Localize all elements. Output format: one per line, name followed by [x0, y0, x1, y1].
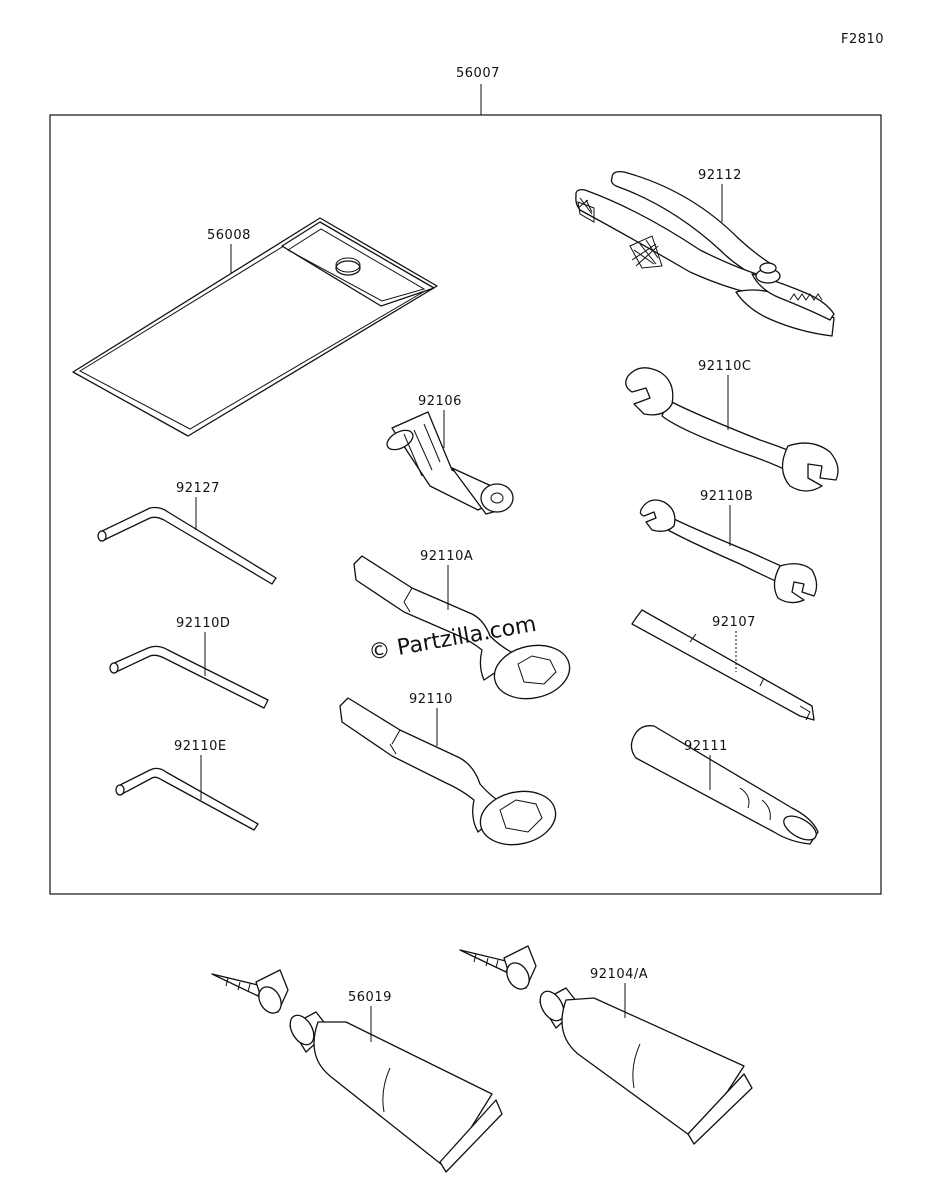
screwdriver-handle-icon: [630, 725, 819, 845]
label-56019[interactable]: 56019: [348, 990, 392, 1005]
label-92110A[interactable]: 92110A: [420, 549, 473, 564]
box-wrench-icon: [339, 697, 557, 846]
sealant-tube-icon: [211, 969, 503, 1173]
screwdriver-icon: [631, 609, 815, 721]
label-92106[interactable]: 92106: [418, 394, 462, 409]
tool-pouch-icon: [72, 217, 438, 437]
label-92127[interactable]: 92127: [176, 481, 220, 496]
pliers-icon: [575, 170, 835, 337]
hex-key-icon: [97, 506, 277, 585]
label-92111[interactable]: 92111: [684, 739, 728, 754]
hex-key-icon: [115, 767, 259, 831]
open-end-wrench-small-icon: [639, 499, 818, 604]
label-92110B[interactable]: 92110B: [700, 489, 753, 504]
box-wrench-icon: [353, 555, 571, 700]
label-92110E[interactable]: 92110E: [174, 739, 227, 754]
hex-key-icon: [109, 645, 269, 709]
spark-plug-socket-icon: [386, 411, 514, 515]
label-92104A[interactable]: 92104/A: [590, 967, 648, 982]
open-end-wrench-icon: [625, 367, 839, 492]
kit-frame: [49, 114, 882, 895]
label-92110[interactable]: 92110: [409, 692, 453, 707]
label-92110D[interactable]: 92110D: [176, 616, 230, 631]
label-92110C[interactable]: 92110C: [698, 359, 751, 374]
figure-code: F2810: [841, 32, 884, 47]
label-92107[interactable]: 92107: [712, 615, 756, 630]
label-92112[interactable]: 92112: [698, 168, 742, 183]
sealant-tube-icon: [459, 945, 753, 1145]
label-56008[interactable]: 56008: [207, 228, 251, 243]
label-kit-56007[interactable]: 56007: [456, 66, 500, 81]
